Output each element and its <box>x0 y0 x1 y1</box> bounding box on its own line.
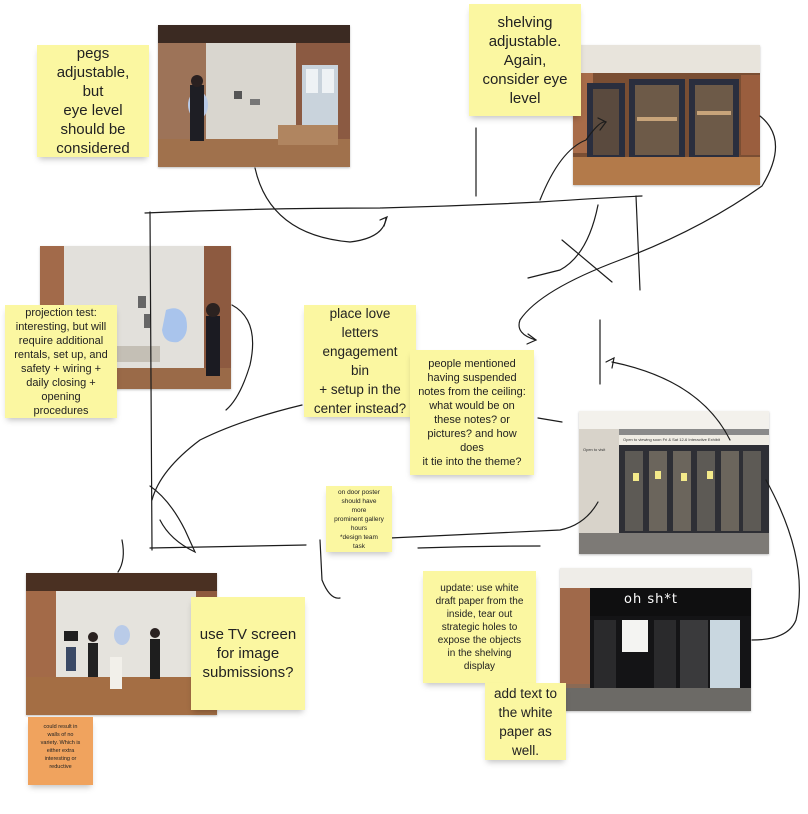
ink-tick-suspended <box>538 418 562 422</box>
photo-tv-room[interactable] <box>26 573 217 715</box>
tv-room-image <box>26 573 217 715</box>
banner-text: Open to viewing soon Fri & Sat 12-6 Inte… <box>623 437 720 442</box>
door-sign-text: Open to visit <box>583 447 605 452</box>
sticky-note-tv-screen[interactable]: use TV screen for image submissions? <box>191 597 305 710</box>
ink-scribble-left <box>150 486 195 552</box>
sticky-note-suspended-notes[interactable]: people mentioned having suspended notes … <box>410 350 534 475</box>
storefront-sign-text: oh sh*t <box>624 592 678 607</box>
sticky-note-pegs[interactable]: pegs adjustable, but eye level should be… <box>37 45 149 157</box>
shelving-image <box>573 45 760 185</box>
sticky-note-white-paper[interactable]: update: use white draft paper from the i… <box>423 571 536 683</box>
ink-arrowhead-mid <box>527 334 536 344</box>
peg-wall-image <box>158 25 350 167</box>
ink-line-right-vertical <box>636 196 640 290</box>
ink-line-bottom-left <box>150 545 306 548</box>
ink-tick-diagonal <box>562 240 612 282</box>
sticky-note-projection[interactable]: projection test: interesting, but will r… <box>5 305 117 418</box>
sticky-note-shelving[interactable]: shelving adjustable. Again, consider eye… <box>469 4 581 116</box>
storefront-black-image <box>560 568 751 711</box>
sticky-note-love-letters[interactable]: place love letters engagement bin + setu… <box>304 305 416 417</box>
storefront-banner-image <box>579 411 769 554</box>
photo-shelving[interactable] <box>573 45 760 185</box>
ink-line-love-down <box>152 405 302 500</box>
photo-storefront-banner[interactable]: Open to viewing soon Fri & Sat 12-6 Inte… <box>579 411 769 554</box>
sticky-note-add-text[interactable]: add text to the white paper as well. <box>485 683 566 760</box>
ink-arrowhead-suspended <box>606 358 614 368</box>
ink-line-mid <box>528 205 598 278</box>
ink-line-bottom-right <box>390 502 598 538</box>
ink-arrow-peg-to-center <box>255 168 386 242</box>
ink-line-top-horizontal <box>145 196 642 213</box>
sticky-note-door-poster[interactable]: on door poster should have more prominen… <box>326 486 392 552</box>
sticky-note-walls-variety[interactable]: could result in walls of no variety. Whi… <box>28 717 93 785</box>
photo-peg-wall[interactable] <box>158 25 350 167</box>
ink-line-bottom-right-2 <box>418 546 540 548</box>
ink-arrowhead-center <box>380 217 387 226</box>
ink-line-tv <box>118 540 123 572</box>
photo-storefront-black[interactable]: oh sh*t <box>560 568 751 711</box>
